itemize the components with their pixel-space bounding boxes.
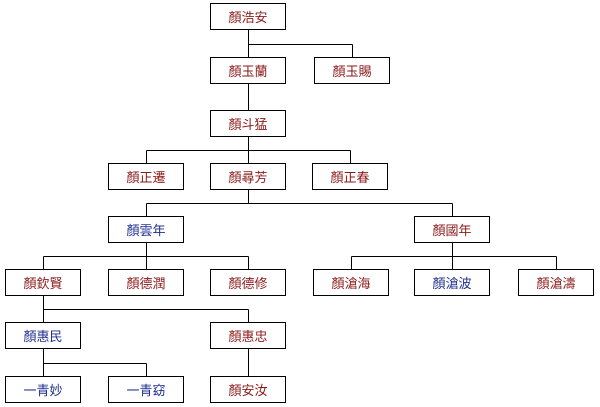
node-yan-guonian: 顏國年 [414,216,490,243]
node-yan-yunnian: 顏雲年 [108,216,184,243]
node-yan-yuci: 顏玉賜 [314,57,390,84]
node-yan-cangbo: 顏滄波 [414,269,490,296]
node-yan-haoan: 顏浩安 [210,3,286,30]
node-yan-huimin: 顏惠民 [5,322,81,349]
node-yan-cangtao: 顏滄濤 [518,269,594,296]
node-yan-anru: 顏安汝 [210,376,286,403]
node-yan-dexiu: 顏德修 [210,269,286,296]
node-yan-zhengqian: 顏正遷 [108,163,184,190]
node-yan-canghai: 顏滄海 [313,269,389,296]
node-yan-huizhong: 顏惠忠 [210,322,286,349]
node-yan-xunfang: 顏尋芳 [210,163,286,190]
node-yan-doumeng: 顏斗猛 [210,110,286,137]
node-yan-qinxian: 顏欽賢 [5,269,81,296]
node-hitoto-yo: 一青窈 [108,376,184,403]
node-yan-derun: 顏德潤 [108,269,184,296]
node-hitoto-tae: 一青妙 [5,376,81,403]
node-yan-yulan: 顏玉蘭 [210,57,286,84]
node-yan-zhengchun: 顏正春 [312,163,388,190]
